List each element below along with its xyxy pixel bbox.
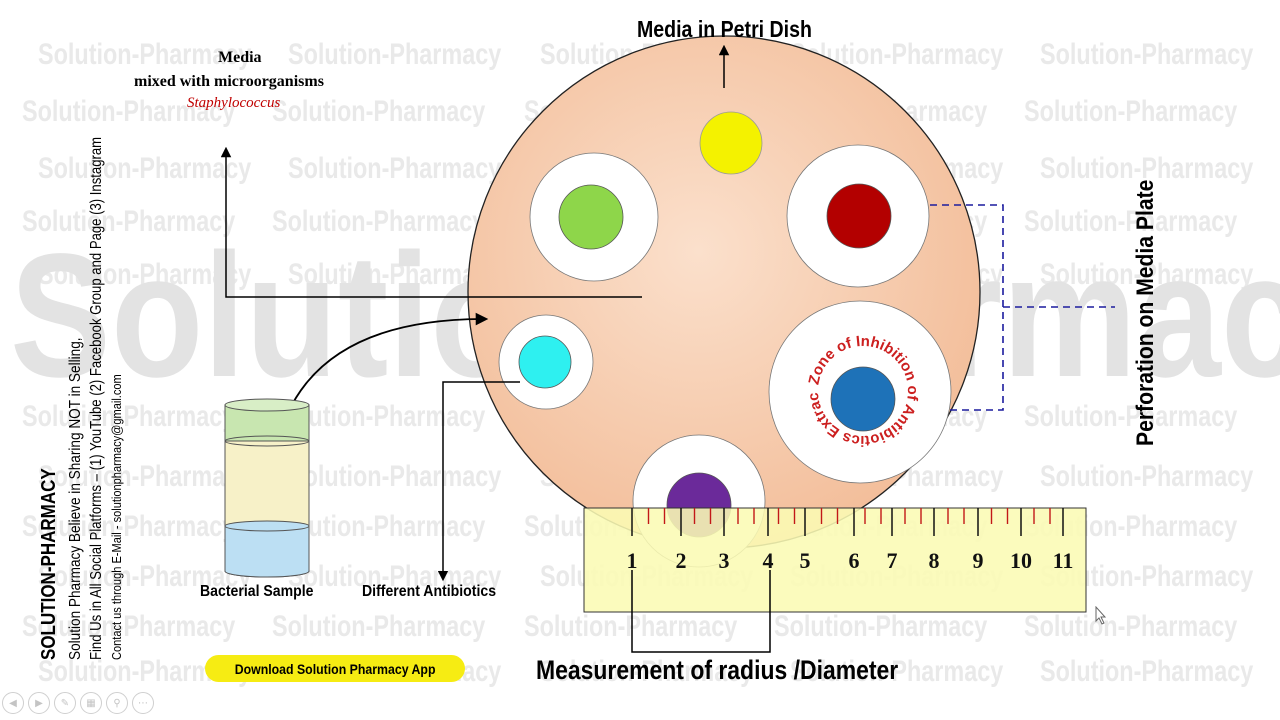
watermark-text: Solution-Pharmacy (288, 152, 502, 185)
watermark-text: Solution-Pharmacy (1040, 258, 1254, 291)
antibiotic-well-cyan (518, 335, 572, 389)
watermark-text: Solution-Pharmacy (1024, 400, 1238, 433)
ruler-number: 5 (800, 548, 811, 573)
antibiotic-well-red (826, 183, 892, 249)
watermark-text: Solution-Pharmacy (38, 560, 252, 593)
watermark-text: Solution-Pharmacy (1040, 460, 1254, 493)
brand-title: SOLUTION-PHARMACY (38, 468, 60, 660)
download-app-label: Download Solution Pharmacy App (234, 660, 436, 677)
download-app-button[interactable]: Download Solution Pharmacy App (205, 655, 465, 682)
watermark-text: Solution-Pharmacy (272, 205, 486, 238)
petri-dish-title: Media in Petri Dish (637, 16, 843, 43)
presentation-toolbar: ◀ ▶ ✎ ▦ ⚲ ⋯ (2, 692, 154, 714)
ruler-number: 11 (1053, 548, 1074, 573)
ruler (583, 507, 1087, 613)
watermark-text: Solution-Pharmacy (22, 205, 236, 238)
side-line-2: Find Us in All Social Platforms – (1) Yo… (88, 136, 105, 660)
watermark-text: Solution-Pharmacy (524, 610, 738, 643)
more-icon[interactable]: ⋯ (132, 692, 154, 714)
watermark-text: Solution-Pharmacy (38, 152, 252, 185)
watermark-text: Solution-Pharmacy (1024, 95, 1238, 128)
ruler-number: 7 (887, 548, 898, 573)
watermark-text: Solution-Pharmacy (1040, 152, 1254, 185)
ruler-number: 10 (1010, 548, 1032, 573)
ruler-number: 3 (719, 548, 730, 573)
media-label-line2: mixed with microorganisms (134, 73, 324, 90)
watermark-text: Solution-Pharmacy (288, 560, 502, 593)
watermark-text: Solution-Pharmacy (1040, 38, 1254, 71)
watermark-text: Solution-Pharmacy (1024, 205, 1238, 238)
antibiotic-well-green (558, 184, 624, 250)
perforation-label: Perforation on Media Plate (1132, 179, 1159, 446)
watermark-text: Solution-Pharmacy (790, 655, 1004, 688)
side-info-panel: SOLUTION-PHARMACY Solution Pharmacy Beli… (38, 22, 127, 660)
watermark-text: Solution-Pharmacy (288, 258, 502, 291)
watermark-text: Solution-Pharmacy (774, 610, 988, 643)
antibiotic-well-yellow (699, 111, 763, 175)
prev-icon[interactable]: ◀ (2, 692, 24, 714)
ruler-number: 1 (627, 548, 638, 573)
zoom-icon[interactable]: ⚲ (106, 692, 128, 714)
watermark-text: Solution-Pharmacy (272, 610, 486, 643)
watermark-text: Solution-Pharmacy (38, 460, 252, 493)
watermark-text: Solution-Pharmacy (288, 38, 502, 71)
mouse-cursor-icon (1095, 606, 1107, 625)
organism-label: Staphylococcus (187, 95, 281, 111)
watermark-text: Solution-Pharmacy (272, 95, 486, 128)
bacterial-sample-label: Bacterial Sample (200, 583, 314, 600)
slides-icon[interactable]: ▦ (80, 692, 102, 714)
ruler-number: 2 (676, 548, 687, 573)
watermark-text: Solution-Pharmacy (38, 38, 252, 71)
watermark-text: Solution-Pharmacy (22, 610, 236, 643)
watermark-text: Solution-Pharmacy (288, 460, 502, 493)
measurement-bracket (631, 570, 771, 653)
media-label-line1: Media (218, 49, 262, 66)
petri-dish-title-text: Media in Petri Dish (637, 16, 812, 42)
watermark-text: Solution-Pharmacy (22, 95, 236, 128)
ruler-numbers: 1 2 3 4 5 6 7 8 9 10 11 (627, 548, 1074, 573)
watermark-text: Solution-Pharmacy (540, 655, 754, 688)
watermark-text: Solution-Pharmacy (1040, 655, 1254, 688)
antibiotic-well-blue (830, 366, 896, 432)
ruler-number: 6 (849, 548, 860, 573)
ruler-number: 8 (929, 548, 940, 573)
media-arrow (220, 146, 642, 298)
side-line-1: Solution Pharmacy Believe in Sharing NOT… (67, 337, 84, 660)
watermark-text: Solution-Pharmacy (1024, 610, 1238, 643)
perforation-bracket (930, 204, 1004, 411)
ruler-ticks (631, 508, 1064, 536)
pen-icon[interactable]: ✎ (54, 692, 76, 714)
different-antibiotics-label: Different Antibiotics (362, 583, 497, 600)
ruler-number: 4 (763, 548, 774, 573)
watermark-text: Solution-Pharmacy (22, 510, 236, 543)
next-icon[interactable]: ▶ (28, 692, 50, 714)
bacterial-sample-tube (224, 398, 310, 578)
ruler-number: 9 (973, 548, 984, 573)
antibiotics-arrow (437, 381, 520, 582)
watermark-text: Solution-Pharmacy (38, 258, 252, 291)
watermark-text: Solution-Pharmacy (22, 400, 236, 433)
side-line-3: Contact us through E-Mail - solutionphar… (109, 374, 124, 660)
measurement-title: Measurement of radius /Diameter (536, 655, 899, 685)
